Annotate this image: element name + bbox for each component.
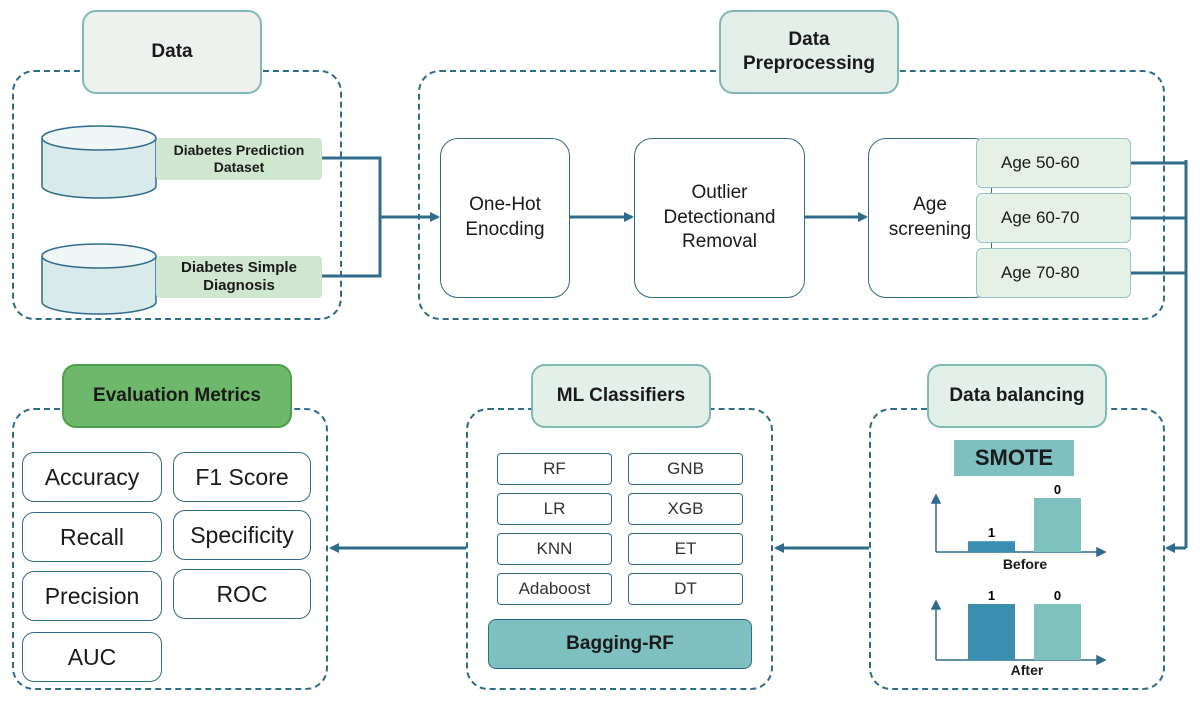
before-bars-bar-1 xyxy=(968,541,1015,552)
before-bars-bar-0 xyxy=(1034,498,1081,552)
metric-accuracy: Accuracy xyxy=(22,452,162,502)
step-outlier-removal: Outlier Detectionand Removal xyxy=(634,138,805,298)
after-bars-bar-1 xyxy=(968,604,1015,660)
after-bars-bar-0 xyxy=(1034,604,1081,660)
metric-roc: ROC xyxy=(173,569,311,619)
metric-f1-score: F1 Score xyxy=(173,452,311,502)
preprocessing-title: Data Preprocessing xyxy=(719,10,899,94)
metric-recall: Recall xyxy=(22,512,162,562)
before-chart-label: Before xyxy=(1002,556,1048,572)
after-bars-label-0: 0 xyxy=(1054,588,1061,603)
database-icon xyxy=(41,243,157,315)
classifier-rf: RF xyxy=(497,453,612,485)
metric-auc: AUC xyxy=(22,632,162,682)
classifier-bagging-rf: Bagging-RF xyxy=(488,619,752,669)
database-icon xyxy=(41,125,157,199)
smote-badge: SMOTE xyxy=(954,440,1074,476)
classifier-xgb: XGB xyxy=(628,493,743,525)
step-one-hot-encoding: One-Hot Enocding xyxy=(440,138,570,298)
classifiers-title: ML Classifiers xyxy=(531,364,711,428)
before-chart: 10 xyxy=(968,482,1081,552)
balancing-title: Data balancing xyxy=(927,364,1107,428)
step-age-screening: Age screening xyxy=(868,138,992,298)
metric-precision: Precision xyxy=(22,571,162,621)
classifier-dt: DT xyxy=(628,573,743,605)
before-bars-label-0: 0 xyxy=(1054,482,1061,497)
dataset-label-prediction: Diabetes Prediction Dataset xyxy=(156,138,322,180)
metric-specificity: Specificity xyxy=(173,510,311,560)
after-bars-label-1: 1 xyxy=(988,588,995,603)
evaluation-title: Evaluation Metrics xyxy=(62,364,292,428)
data-section-title: Data xyxy=(82,10,262,94)
dataset-merge-line xyxy=(322,156,382,278)
classifier-et: ET xyxy=(628,533,743,565)
age-group-50-60: Age 50-60 xyxy=(976,138,1131,188)
age-group-60-70: Age 60-70 xyxy=(976,193,1131,243)
classifier-gnb: GNB xyxy=(628,453,743,485)
classifier-lr: LR xyxy=(497,493,612,525)
age-group-70-80: Age 70-80 xyxy=(976,248,1131,298)
classifier-knn: KNN xyxy=(497,533,612,565)
dataset-label-simple: Diabetes Simple Diagnosis xyxy=(156,256,322,298)
classifier-adaboost: Adaboost xyxy=(497,573,612,605)
before-bars-label-1: 1 xyxy=(988,525,995,540)
after-chart-label: After xyxy=(1010,662,1044,678)
